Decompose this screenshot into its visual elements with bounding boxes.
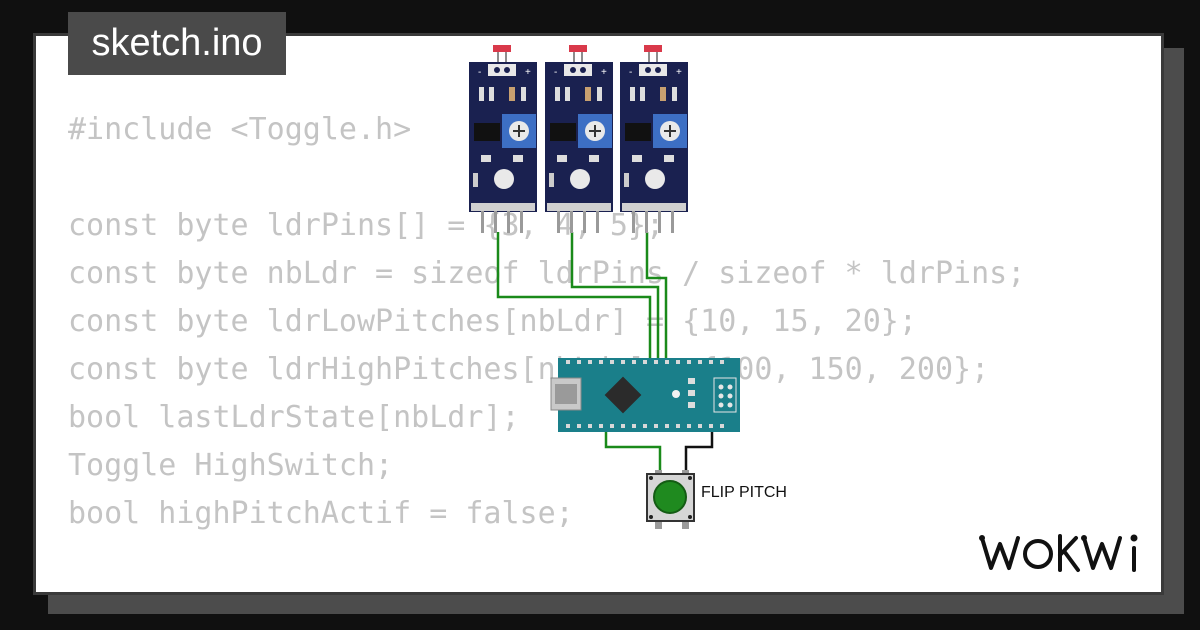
wire-button-pin — [604, 430, 662, 470]
code-line: bool highPitchActif = false; — [68, 496, 574, 531]
wires — [496, 232, 714, 470]
ldr-sensor-3[interactable]: - + — [620, 45, 688, 233]
wire-ldr1 — [496, 232, 652, 365]
svg-text:-: - — [629, 67, 632, 78]
svg-text:-: - — [478, 67, 481, 78]
pushbutton-label: FLIP PITCH — [701, 484, 787, 501]
wokwi-logo[interactable] — [978, 530, 1150, 578]
wire-ldr3 — [645, 232, 668, 365]
svg-text:+: + — [525, 67, 531, 78]
pushbutton[interactable] — [646, 470, 695, 529]
code-line: #include <Toggle.h> — [68, 112, 412, 147]
arduino-top-pins — [566, 360, 724, 364]
svg-text:-: - — [554, 67, 557, 78]
wire-ldr2 — [570, 232, 660, 365]
file-tab-title: sketch.ino — [91, 22, 263, 64]
svg-text:+: + — [676, 67, 682, 78]
ldr-sensor-2[interactable]: - + — [545, 45, 613, 233]
arduino-nano[interactable] — [550, 358, 740, 432]
arduino-bottom-pins — [566, 424, 724, 428]
code-line: Toggle HighSwitch; — [68, 448, 394, 483]
svg-text:+: + — [601, 67, 607, 78]
code-line: const byte ldrLowPitches[nbLdr] = {10, 1… — [68, 304, 917, 339]
code-line: const byte nbLdr = sizeof ldrPins / size… — [68, 256, 1026, 291]
code-line: const byte ldrPins[] = {3, 4, 5}; — [68, 208, 665, 243]
ldr-sensor-1[interactable]: - + — [469, 45, 537, 233]
file-tab[interactable]: sketch.ino — [68, 12, 286, 75]
code-line: bool lastLdrState[nbLdr]; — [68, 400, 520, 435]
wire-button-gnd — [684, 428, 714, 470]
